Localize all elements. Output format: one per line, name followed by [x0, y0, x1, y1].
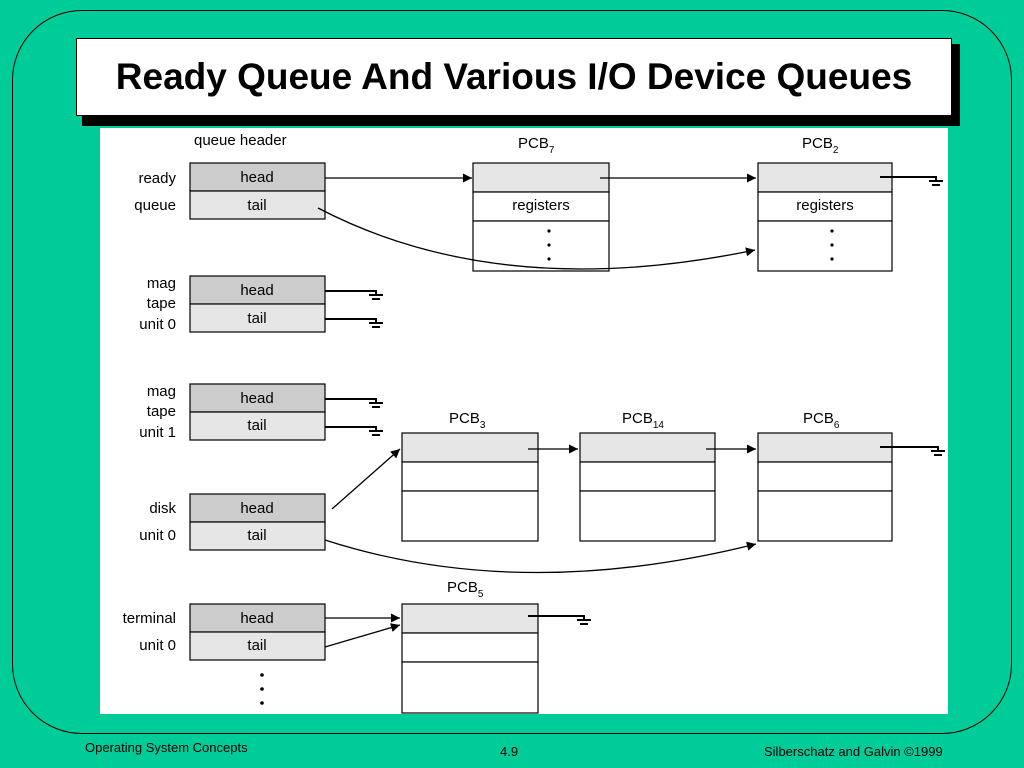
queue-label-line: unit 1	[139, 424, 176, 441]
arrow-terminal-tail-to-pcb5	[324, 623, 401, 648]
slide-title: Ready Queue And Various I/O Device Queue…	[115, 56, 913, 97]
tail-label: tail	[247, 310, 266, 327]
tail-cell	[189, 411, 326, 441]
head-label: head	[240, 169, 273, 186]
head-cell	[189, 603, 326, 633]
slide-frame	[12, 10, 1012, 734]
queue-label-line: queue	[134, 197, 176, 214]
tail-cell	[189, 521, 326, 551]
pcb-14: PCB14	[579, 410, 716, 542]
ground-icon	[880, 176, 943, 186]
pcb-5: PCB5	[401, 579, 539, 714]
tail-label: tail	[247, 197, 266, 214]
arrow-ready-tail-to-pcb2	[317, 207, 756, 270]
pcb-label: PCB7	[518, 135, 555, 156]
disk-unit-0-queue: disk unit 0 head tail	[139, 493, 326, 551]
head-cell	[189, 383, 326, 413]
ready-queue: ready queue head tail	[134, 162, 326, 220]
mag-tape-unit-0-queue: mag tape unit 0 head tail	[139, 275, 326, 333]
ground-icon	[325, 398, 383, 408]
queue-label-line: disk	[149, 500, 176, 517]
registers-label: registers	[796, 197, 854, 214]
pointer-arrows	[317, 173, 757, 648]
queue-label-line: tape	[147, 295, 176, 312]
title-box: Ready Queue And Various I/O Device Queue…	[76, 38, 952, 116]
ground-icon	[528, 615, 591, 625]
ground-icon	[325, 318, 383, 328]
tail-label: tail	[247, 527, 266, 544]
terminal-unit-0-queue: terminal unit 0 head tail	[123, 603, 326, 661]
pcb-label: PCB5	[447, 579, 484, 600]
head-cell	[189, 162, 326, 192]
arrow-disk-head-to-pcb3	[331, 448, 401, 510]
arrow-disk-tail-to-pcb6	[324, 539, 757, 574]
queue-label-line: terminal	[123, 610, 176, 627]
queue-label-line: tape	[147, 403, 176, 420]
ground-icon	[325, 426, 383, 436]
mag-tape-unit-1-queue: mag tape unit 1 head tail	[139, 383, 326, 441]
footer-slide-number: 4.9	[500, 744, 519, 759]
pcb-7: PCB7 registers	[472, 135, 610, 272]
footer-course: Operating System Concepts	[85, 740, 248, 755]
tail-cell	[189, 631, 326, 661]
head-label: head	[240, 282, 273, 299]
registers-label: registers	[512, 197, 570, 214]
tail-cell	[189, 190, 326, 220]
head-label: head	[240, 500, 273, 517]
ground-icon	[880, 446, 945, 456]
tail-label: tail	[247, 417, 266, 434]
pcb-label: PCB6	[803, 410, 840, 431]
pcb-2: PCB2 registers	[757, 135, 893, 272]
queue-label-line: unit 0	[139, 637, 176, 654]
tail-cell	[189, 303, 326, 333]
queue-label-line: ready	[138, 170, 176, 187]
head-cell	[189, 493, 326, 523]
ground-icon	[325, 290, 383, 300]
queue-header-label: queue header	[194, 132, 287, 149]
tail-label: tail	[247, 637, 266, 654]
head-label: head	[240, 610, 273, 627]
pcb-3: PCB3	[401, 410, 539, 542]
pcb-label: PCB3	[449, 410, 486, 431]
null-pointers	[325, 176, 945, 625]
pcb-label: PCB14	[622, 410, 664, 431]
queue-label-line: mag	[147, 275, 176, 292]
queue-label-line: unit 0	[139, 527, 176, 544]
head-label: head	[240, 390, 273, 407]
more-queues-ellipsis	[260, 673, 264, 705]
pcb-6: PCB6	[757, 410, 893, 542]
footer-credit: Silberschatz and Galvin ©1999	[764, 744, 943, 759]
pcb-label: PCB2	[802, 135, 839, 156]
queue-label-line: unit 0	[139, 316, 176, 333]
queue-label-line: mag	[147, 383, 176, 400]
queue-diagram: queue header ready queue head tail mag t…	[100, 128, 948, 714]
